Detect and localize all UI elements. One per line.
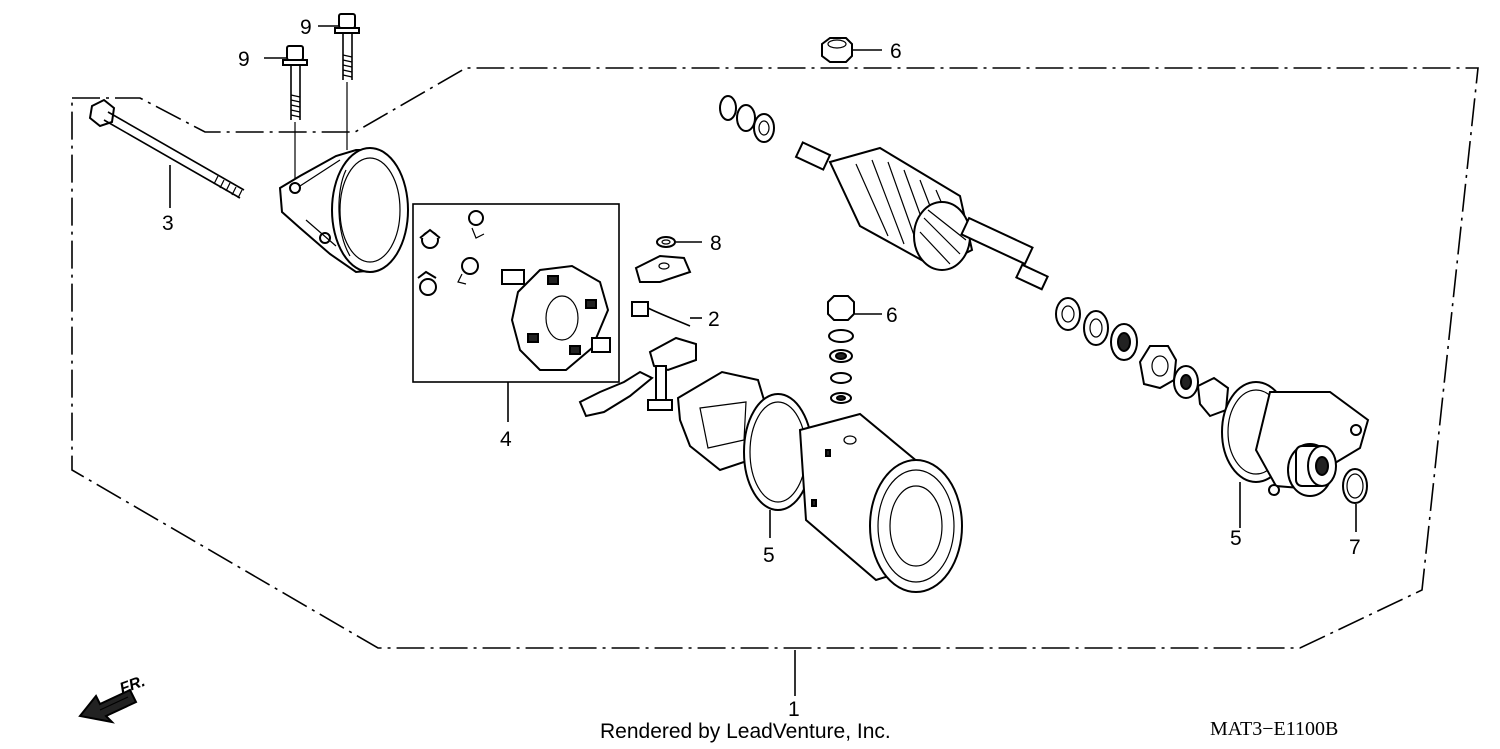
brush-kit-parts[interactable] [417,210,611,371]
armature-washers[interactable] [1055,297,1138,361]
callout-3: 3 [162,212,174,235]
brush-kit-box [412,203,620,383]
motor-yoke[interactable] [743,393,963,593]
callout-5-right: 5 [1230,527,1242,550]
bolt-9-right[interactable] [334,13,360,80]
front-direction-arrow-icon [78,688,138,724]
callout-2: 2 [708,308,720,331]
armature[interactable] [719,95,1049,291]
front-cover[interactable] [1221,381,1370,497]
bolt-9-left[interactable] [282,45,308,120]
nut-6-stack[interactable] [827,295,855,404]
direction-label: FR. [118,673,148,698]
terminal-2[interactable] [578,254,697,418]
reduction-gear[interactable] [1138,345,1230,418]
callout-6-middle: 6 [886,304,898,327]
assembly-boundary [71,67,1479,649]
callout-9-right: 9 [300,16,312,39]
washer-8[interactable] [656,236,676,248]
o-ring-7[interactable] [1342,468,1368,504]
callout-7: 7 [1349,536,1361,559]
callout-1: 1 [788,698,800,721]
footer-credit: Rendered by LeadVenture, Inc. [600,720,891,743]
callout-4: 4 [500,428,512,451]
diagram-code: MAT3−E1100B [1210,718,1338,740]
nut-6-top[interactable] [821,37,853,63]
callout-5-left: 5 [763,544,775,567]
callout-6-top: 6 [890,40,902,63]
rear-cover[interactable] [278,147,409,274]
callout-8: 8 [710,232,722,255]
callout-9-left: 9 [238,48,250,71]
through-bolt-3[interactable] [88,98,245,199]
